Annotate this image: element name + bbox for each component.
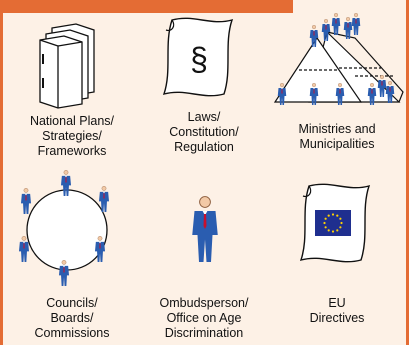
item-label: National Plans/ Strategies/ Frameworks xyxy=(29,114,115,158)
single-person-icon xyxy=(191,196,219,262)
item-ministries: Ministries and Municipalities xyxy=(269,10,405,160)
item-laws: § Laws/ Constitution/ Regulation xyxy=(136,14,272,154)
item-label: Laws/ Constitution/ Regulation xyxy=(169,110,239,154)
eu-flag-document-icon xyxy=(299,183,371,263)
legal-document-icon: § xyxy=(162,17,234,97)
item-label: Ombudsperson/ Office on Age Discriminati… xyxy=(159,296,249,340)
top-bar xyxy=(0,0,293,13)
item-national-plans: National Plans/ Strategies/ Frameworks xyxy=(4,20,140,160)
item-label: EU Directives xyxy=(309,296,365,325)
item-eu-directives: EU Directives xyxy=(269,168,405,340)
round-table-people-icon xyxy=(18,170,110,286)
hierarchy-pyramids-icon xyxy=(273,12,404,106)
item-label: Councils/ Boards/ Commissions xyxy=(34,296,110,340)
item-councils: Councils/ Boards/ Commissions xyxy=(4,168,140,340)
item-ombudsperson: Ombudsperson/ Office on Age Discriminati… xyxy=(136,168,272,340)
paragraph-symbol: § xyxy=(190,41,208,77)
stacked-binders-icon xyxy=(39,23,95,109)
item-label: Ministries and Municipalities xyxy=(298,122,376,151)
eu-stars xyxy=(323,213,343,233)
